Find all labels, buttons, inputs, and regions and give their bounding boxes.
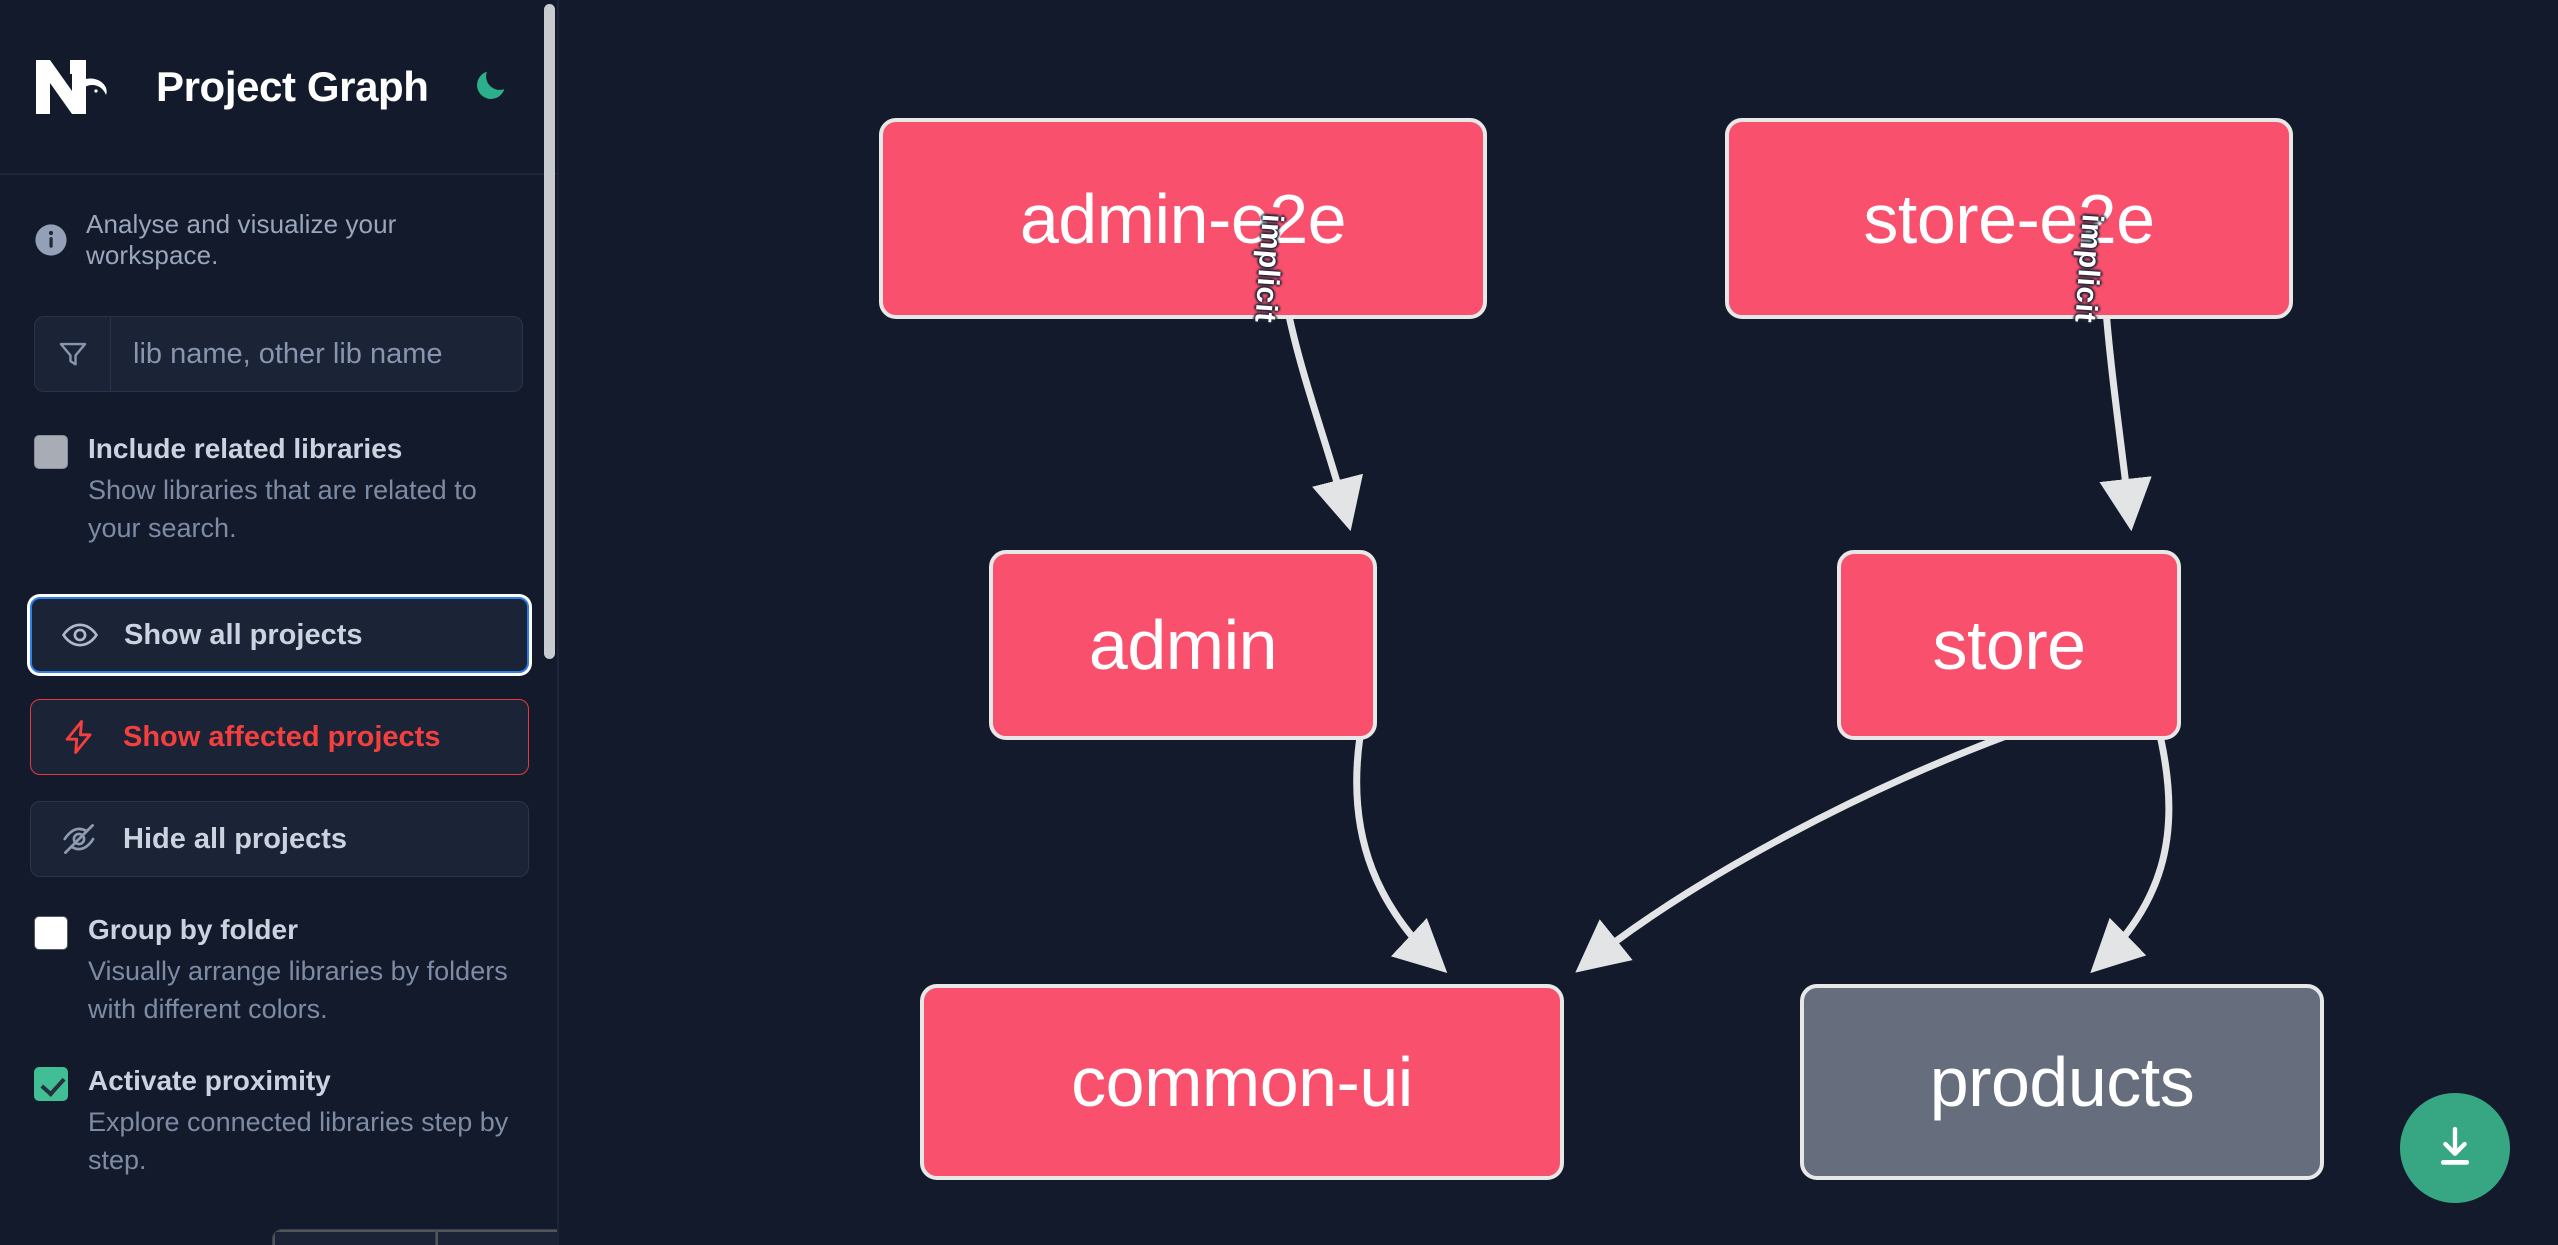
graph-node-label: products: [1929, 1043, 2195, 1121]
segment-2[interactable]: [436, 1230, 557, 1245]
graph-edges-layer: [1283, 304, 2173, 974]
eye-off-icon: [59, 819, 99, 859]
graph-node-label: store-e2e: [1863, 179, 2155, 258]
eye-icon: [60, 615, 100, 655]
graph-node-label: store: [1932, 606, 2086, 684]
edge-store-e2e-to-store: [2099, 304, 2152, 532]
show-affected-projects-label: Show affected projects: [123, 720, 441, 753]
option-include-related-libraries[interactable]: Include related libraries Show libraries…: [0, 430, 557, 547]
graph-node-store[interactable]: store: [1837, 550, 2181, 740]
bolt-icon: [59, 717, 99, 757]
checkbox-group-by-folder[interactable]: [34, 916, 68, 951]
proximity-segmented-control[interactable]: [272, 1229, 557, 1245]
moon-icon: [472, 66, 510, 107]
option-text-group: Include related libraries Show libraries…: [88, 430, 523, 547]
option-group-by-folder[interactable]: Group by folder Visually arrange librari…: [0, 911, 557, 1028]
sidebar-scroll-region: Project Graph: [0, 0, 557, 1245]
edge-store-to-products: [2090, 737, 2173, 974]
option-description: Explore connected libraries step by step…: [88, 1106, 509, 1176]
graph-node-admin[interactable]: admin: [989, 550, 1377, 740]
graph-canvas[interactable]: implicit implicit admin-e2e store-e2e ad…: [559, 0, 2558, 1245]
nx-logo-icon: [34, 56, 124, 118]
hide-all-projects-button[interactable]: Hide all projects: [30, 801, 529, 878]
option-text-group: Group by folder Visually arrange librari…: [88, 911, 523, 1028]
edge-admin-e2e-to-admin: [1283, 304, 1363, 532]
checkbox-activate-proximity[interactable]: [34, 1067, 68, 1102]
checkbox-include-related-libraries[interactable]: [34, 435, 68, 469]
sidebar-scrollbar[interactable]: [543, 0, 557, 1245]
option-label: Include related libraries: [88, 433, 403, 464]
sidebar-scrollbar-thumb[interactable]: [544, 4, 555, 659]
filter-icon: [35, 317, 111, 391]
sidebar-header: Project Graph: [0, 0, 557, 175]
edge-admin-to-common-ui: [1353, 737, 1448, 974]
graph-node-products[interactable]: products: [1800, 984, 2324, 1180]
graph-node-store-e2e[interactable]: store-e2e: [1725, 118, 2293, 319]
show-all-projects-label: Show all projects: [124, 618, 363, 651]
workspace-info-row: Analyse and visualize your workspace.: [0, 175, 557, 271]
option-description: Visually arrange libraries by folders wi…: [88, 955, 508, 1025]
graph-node-label: admin-e2e: [1019, 179, 1347, 258]
page-title: Project Graph: [156, 62, 429, 110]
theme-toggle-button[interactable]: [467, 63, 515, 111]
download-icon: [2430, 1122, 2480, 1175]
show-affected-projects-button[interactable]: Show affected projects: [30, 699, 529, 776]
graph-node-label: admin: [1088, 606, 1278, 684]
graph-node-label: common-ui: [1071, 1043, 1413, 1121]
sidebar: Project Graph: [0, 0, 559, 1245]
option-label: Activate proximity: [88, 1065, 331, 1097]
search-input[interactable]: [111, 317, 522, 391]
option-text-group: Activate proximity Explore connected lib…: [88, 1062, 523, 1179]
show-all-projects-button[interactable]: Show all projects: [30, 597, 529, 674]
project-action-buttons: Show all projects Show affected projects: [0, 597, 557, 878]
hide-all-projects-label: Hide all projects: [123, 822, 348, 855]
option-description: Show libraries that are related to your …: [88, 474, 477, 543]
option-activate-proximity[interactable]: Activate proximity Explore connected lib…: [0, 1062, 557, 1179]
workspace-info-text: Analyse and visualize your workspace.: [86, 209, 397, 270]
graph-node-admin-e2e[interactable]: admin-e2e: [879, 118, 1487, 319]
edge-store-to-common-ui: [1575, 716, 2052, 973]
info-icon: [34, 223, 68, 257]
graph-node-common-ui[interactable]: common-ui: [920, 984, 1564, 1180]
option-label: Group by folder: [88, 914, 298, 946]
download-graph-button[interactable]: [2400, 1093, 2510, 1203]
segment-1[interactable]: [273, 1230, 436, 1245]
search-box[interactable]: [34, 316, 523, 392]
